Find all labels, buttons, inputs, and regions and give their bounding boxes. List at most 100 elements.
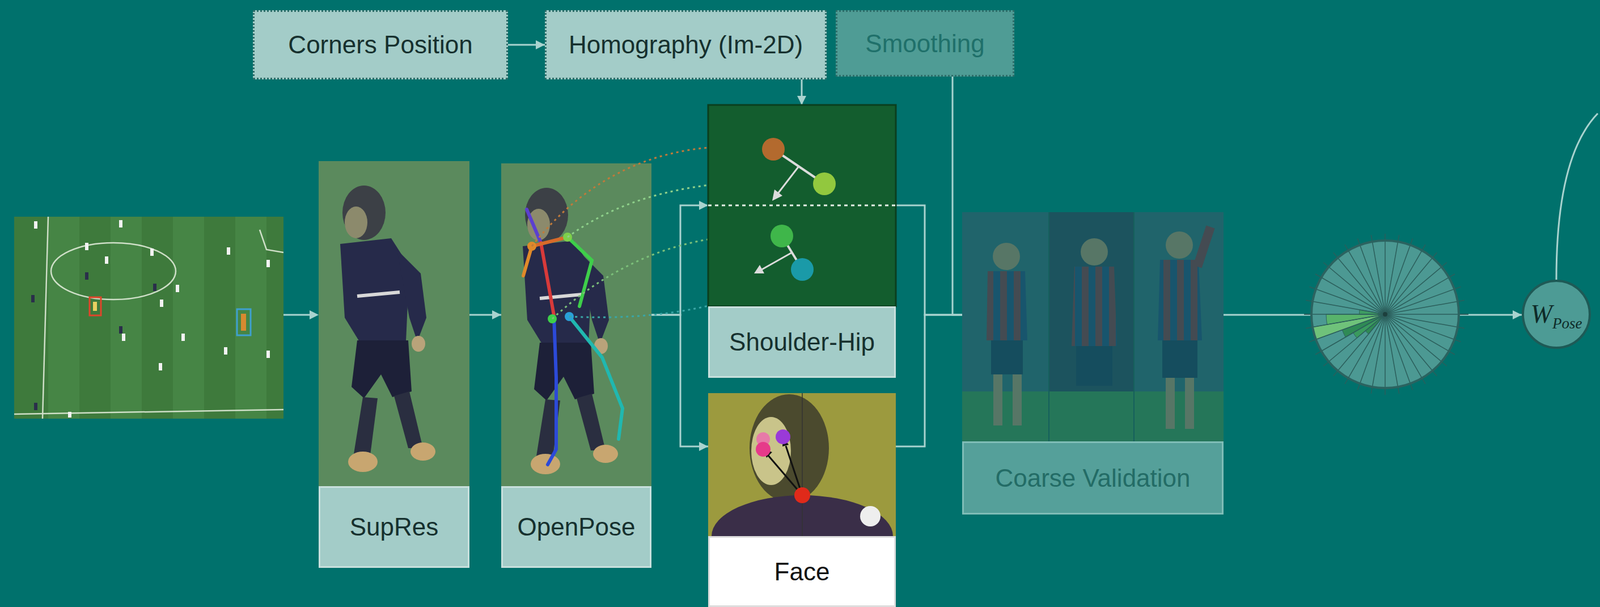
stage-panel: SupRes [318,161,470,568]
node-label: Face [774,557,831,586]
field-image [85,242,89,251]
openpose-image [523,209,623,465]
supres-image [318,161,470,486]
field-image [42,216,49,419]
node-label: Corners Position [288,30,473,59]
process-box: Corners Position [252,10,509,80]
polar-spoke [1344,314,1386,384]
symbol: W [1530,298,1553,329]
connector-line [651,314,709,447]
polar-spoke [1309,314,1386,342]
label-band: WPose [1521,279,1591,349]
polar-chart [1311,240,1459,388]
field-image [223,346,228,355]
face-image [860,505,881,527]
field-image [236,309,251,336]
label-band: Face [708,535,896,607]
polar-spoke [1370,234,1386,315]
shoulder-hip-image [790,257,814,281]
polar-spoke [1357,238,1386,315]
connector-line [952,76,963,315]
label-band: Coarse Validation [962,441,1224,515]
polar-spoke [1384,233,1386,315]
field-image [34,402,38,410]
field-image [89,297,101,316]
face-image [801,392,803,536]
connector [469,310,502,320]
shoulder-hip-image [708,104,896,307]
label-band: OpenPose [501,485,652,568]
field-image [172,216,205,419]
process-box: Homography (Im-2D) [544,10,827,80]
connector-line [651,205,709,315]
field-image [48,216,80,419]
field-image [153,283,157,291]
flow-arrow [283,310,319,320]
node-label: SupRes [349,512,439,541]
shoulder-hip-image [754,264,765,274]
polar-chart [1382,311,1388,317]
field-image [31,294,35,303]
field-image [240,313,247,331]
validation-photos [962,212,1224,442]
face-image [794,487,811,503]
polar-spoke [1385,314,1400,394]
shoulder-hip-image [770,224,794,248]
supres-image [318,161,470,486]
polar-spoke [1304,313,1386,315]
face-image [755,441,771,457]
flow-arrow [309,310,319,320]
connector [895,314,963,447]
field-image [31,272,157,410]
field-image [14,216,284,419]
field-image [85,272,89,280]
face-image [708,392,896,536]
face-image [768,445,803,495]
face-image [775,429,791,444]
stage-panel: Coarse Validation [962,212,1224,515]
shoulder-hip-image [777,166,799,194]
polar-spoke [1385,314,1455,355]
shoulder-hip-image [813,172,836,196]
field-image [181,333,185,341]
field-image [150,248,154,256]
node-label: Shoulder-Hip [729,327,875,357]
field-image [92,301,97,311]
openpose-image [540,242,554,316]
arrowhead [1512,310,1522,320]
face-image [749,394,829,502]
stage-panel: Shoulder-Hip [708,104,896,378]
field-image [235,216,267,419]
arrowhead [492,310,502,320]
field-image [68,411,72,418]
shoulder-hip-image [708,104,896,307]
shoulder-hip-image [762,137,785,161]
arrowhead [535,40,545,50]
node-label: Coarse Validation [995,463,1191,493]
field-image [14,216,284,419]
polar-spoke [1385,299,1465,315]
field-image [14,216,284,419]
label-band: Homography (Im-2D) [544,10,827,80]
label-band: Shoulder-Hip [708,306,896,378]
validation-photos [962,212,1224,442]
field-image [51,242,176,300]
openpose-image [547,316,557,465]
field-image [266,350,270,358]
polar-spoke [1385,314,1437,376]
connector [952,76,963,315]
field-image [159,299,164,307]
weight-circle: WPose [1521,279,1591,349]
connector [797,79,807,105]
openpose-image [501,163,652,486]
polar-spoke [1305,314,1386,329]
openpose-image [526,209,541,243]
arrowhead [797,95,807,105]
process-box: Smoothing [835,10,1015,77]
field-image [226,247,231,255]
field-image [175,284,180,292]
field-image [34,221,38,229]
stage-panel: OpenPose [501,163,652,568]
